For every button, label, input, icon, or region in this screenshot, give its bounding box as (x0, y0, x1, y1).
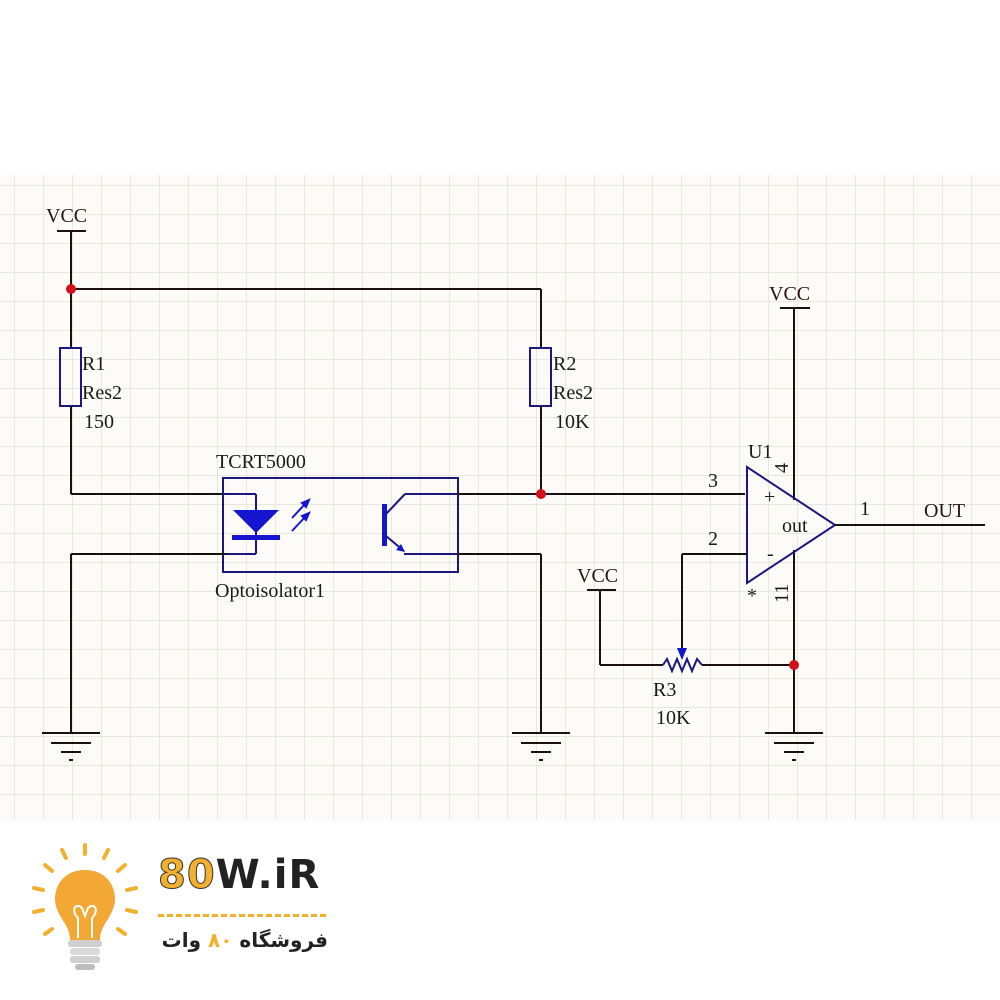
ground-icon (765, 732, 823, 761)
junction-sensor (536, 489, 546, 499)
schematic-sheet (0, 175, 1000, 820)
opamp-pin-gnd: 11 (771, 584, 793, 603)
r3-designator: R3 (653, 679, 676, 701)
opamp-plus-sign: + (764, 486, 775, 508)
r1-value: 150 (84, 411, 114, 433)
vcc-label-pot: VCC (577, 565, 618, 587)
led-bar (232, 535, 280, 540)
r2-type: Res2 (553, 382, 593, 404)
footer-logo: 80W.iR فروشگاه ۸۰ وات (0, 820, 1000, 1000)
light-emission-icon (291, 498, 311, 532)
r3-value: 10K (656, 707, 691, 729)
phototransistor-icon (382, 493, 458, 555)
r1-body (59, 347, 82, 407)
ground-icon (512, 732, 570, 761)
out-net-label: OUT (924, 500, 965, 522)
opto-part-label: TCRT5000 (216, 451, 306, 473)
led-icon (233, 510, 279, 533)
r3-body (662, 656, 703, 674)
opamp-designator: U1 (748, 441, 772, 463)
opamp-minus-sign: - (767, 543, 774, 565)
r2-body (529, 347, 552, 407)
r2-designator: R2 (553, 353, 576, 375)
vcc-label-opamp: VCC (769, 283, 810, 305)
opto-body (222, 477, 459, 573)
wiper-arrow-icon (677, 648, 687, 660)
opamp-pin-minus: 2 (708, 528, 718, 550)
opto-designator: Optoisolator1 (215, 580, 325, 602)
opamp-pin-vcc: 4 (771, 463, 793, 473)
r1-type: Res2 (82, 382, 122, 404)
opamp-out-text: out (782, 515, 808, 537)
brand-number: 80 (158, 852, 216, 899)
tagline-word-watt: وات (161, 928, 209, 952)
tagline-word-shop: فروشگاه (232, 928, 328, 952)
opamp-pin-plus: 3 (708, 470, 718, 492)
brand-suffix: W.iR (215, 852, 321, 898)
brand-divider (158, 914, 326, 917)
brand-tagline: فروشگاه ۸۰ وات (158, 928, 328, 952)
r2-value: 10K (555, 411, 590, 433)
vcc-label-top-left: VCC (46, 205, 87, 227)
junction-gnd (789, 660, 799, 670)
opamp-marker: * (747, 585, 757, 607)
junction-vcc (66, 284, 76, 294)
ground-icon (42, 732, 100, 761)
lightbulb-icon (32, 843, 138, 970)
tagline-number: ۸۰ (208, 928, 233, 952)
opamp-pin-out: 1 (860, 498, 870, 520)
r1-designator: R1 (82, 353, 105, 375)
brand-name: 80W.iR (158, 852, 321, 899)
opamp-body (746, 465, 837, 585)
